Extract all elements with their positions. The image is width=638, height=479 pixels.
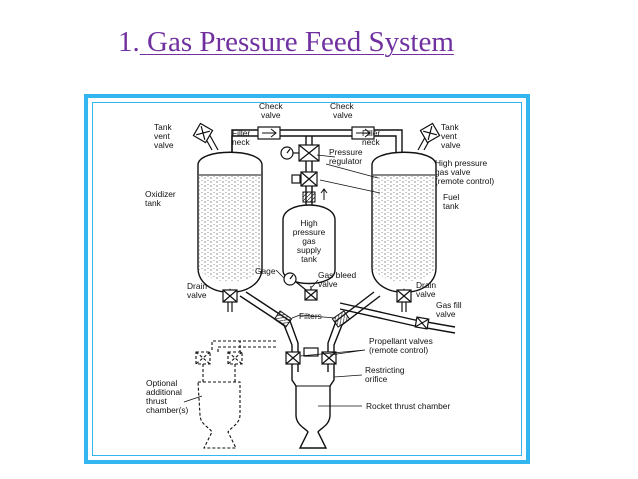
title-text: Gas Pressure Feed System [139, 26, 454, 58]
propellant-valves-icon [285, 347, 337, 365]
filter-right-icon [331, 310, 351, 328]
title-number: 1. [118, 26, 140, 58]
tank-vent-valve-left-icon [192, 122, 219, 151]
tank-vent-valve-right-icon [417, 122, 441, 151]
drain-valve-left-icon [222, 289, 238, 312]
gas-line-filter-icon [302, 188, 328, 203]
rocket-thrust-chamber [291, 372, 335, 449]
label-rocket-thrust-chamber: Rocket thrust chamber [366, 401, 450, 411]
filter-left-icon [273, 310, 293, 328]
high-pressure-gas-valve-icon [291, 171, 318, 187]
label-propellant-valves: Propellant valves(remote control) [369, 336, 433, 355]
diagram-frame-inner [92, 102, 522, 456]
propellant-feed-lines [239, 291, 456, 372]
label-gage: Gage [255, 266, 276, 276]
gas-fill-valve-icon [414, 316, 430, 330]
oxidizer-tank [197, 151, 263, 293]
gas-bleed-valve-icon [304, 286, 318, 301]
check-valve-right-icon [351, 126, 375, 140]
drain-valve-right-icon [396, 289, 412, 312]
label-leader-lines [183, 154, 381, 407]
slide-title: 1. Gas Pressure Feed System [118, 26, 454, 59]
gage-icon [283, 272, 307, 291]
check-valve-left-icon [257, 126, 281, 140]
optional-thrust-chambers [195, 340, 276, 449]
pressure-regulator-icon [280, 144, 320, 162]
label-filters: Filters [299, 311, 322, 321]
fuel-tank [371, 151, 437, 293]
